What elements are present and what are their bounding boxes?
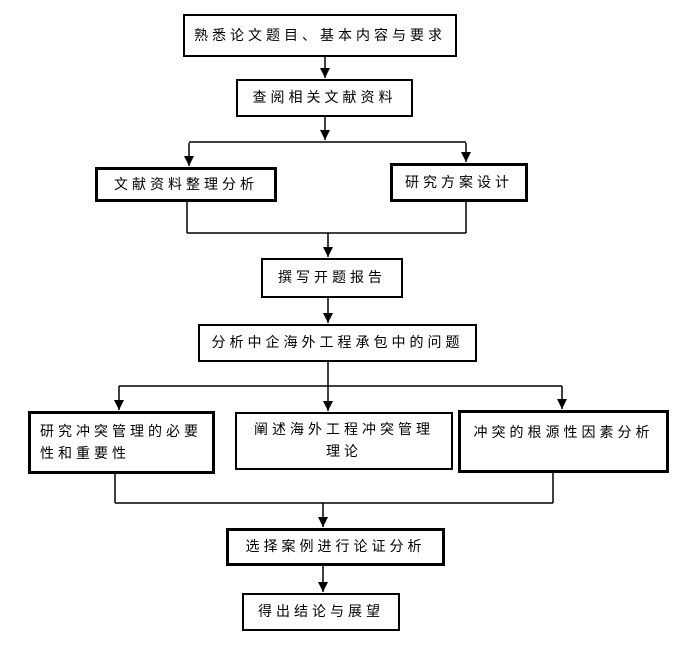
node-label: 冲突的根源性因素分析 — [473, 425, 654, 441]
node-conclusion-outlook: 得出结论与展望 — [242, 593, 400, 631]
node-label: 撰写开题报告 — [278, 270, 386, 286]
node-conflict-theory: 阐述海外工程冲突管理 理论 — [235, 412, 453, 470]
node-label: 分析中企海外工程承包中的问题 — [211, 335, 464, 351]
node-label: 熟悉论文题目、基本内容与要求 — [194, 27, 446, 44]
node-label: 得出结论与展望 — [258, 604, 384, 620]
node-case-analysis: 选择案例进行论证分析 — [226, 528, 445, 566]
node-root-cause-analysis: 冲突的根源性因素分析 — [458, 410, 669, 473]
node-organize-literature: 文献资料整理分析 — [95, 167, 277, 202]
node-familiarize-topic: 熟悉论文题目、基本内容与要求 — [183, 14, 457, 57]
node-research-plan-design: 研究方案设计 — [390, 163, 528, 202]
node-label: 文献资料整理分析 — [114, 176, 258, 193]
node-label: 查阅相关文献资料 — [252, 90, 397, 106]
node-review-literature: 查阅相关文献资料 — [236, 79, 413, 117]
node-label: 选择案例进行论证分析 — [245, 539, 426, 555]
node-necessity-importance: 研究冲突管理的必要 性和重要性 — [28, 411, 215, 474]
node-label: 研究冲突管理的必要 性和重要性 — [40, 423, 202, 462]
node-label: 阐述海外工程冲突管理 理论 — [254, 422, 434, 460]
node-label: 研究方案设计 — [405, 174, 513, 191]
node-analyze-problems: 分析中企海外工程承包中的问题 — [198, 324, 477, 362]
node-write-proposal: 撰写开题报告 — [261, 258, 403, 298]
